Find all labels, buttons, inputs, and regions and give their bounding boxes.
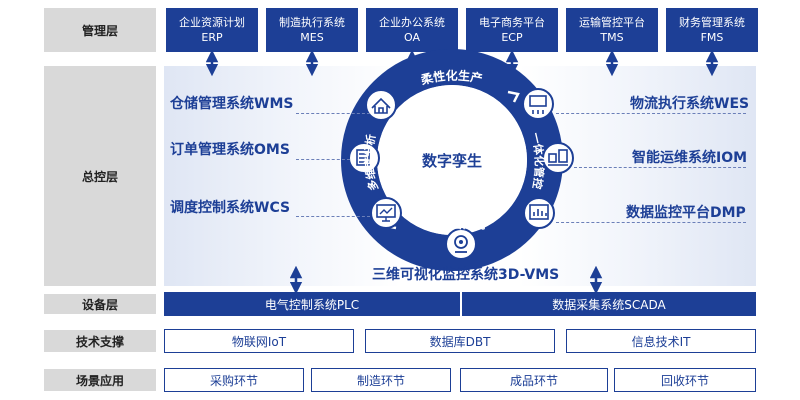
layer-label-scenario: 场景应用 bbox=[44, 369, 156, 391]
tech-box-dbt: 数据库DBT bbox=[365, 329, 555, 353]
layer-label-device: 设备层 bbox=[44, 294, 156, 314]
system-box-tms: 运输管控平台 TMS bbox=[566, 8, 658, 52]
system-box-name: 财务管理系统 bbox=[679, 16, 745, 29]
bottom-system-3dvms: 三维可视化监控系统3D-VMS bbox=[372, 267, 560, 283]
left-system-wms: 仓储管理系统WMS bbox=[170, 96, 294, 112]
system-box-code: FMS bbox=[700, 31, 724, 44]
system-box-name: 企业资源计划 bbox=[179, 16, 245, 29]
system-box-name: 制造执行系统 bbox=[279, 16, 345, 29]
scenario-box-recycling: 回收环节 bbox=[614, 368, 756, 392]
system-box-erp: 企业资源计划 ERP bbox=[166, 8, 258, 52]
tech-box-it: 信息技术IT bbox=[566, 329, 756, 353]
camera-icon bbox=[445, 228, 477, 260]
arrows-device bbox=[289, 265, 603, 295]
maintenance-icon bbox=[542, 142, 574, 174]
system-box-name: 电子商务平台 bbox=[479, 16, 545, 29]
dashed-line bbox=[296, 113, 370, 114]
layer-label-management: 管理层 bbox=[44, 8, 156, 52]
logistics-icon bbox=[522, 88, 554, 120]
system-box-ecp: 电子商务平台 ECP bbox=[466, 8, 558, 52]
device-bar-scada: 数据采集系统SCADA bbox=[462, 292, 756, 316]
system-box-code: ERP bbox=[201, 31, 223, 44]
left-system-oms: 订单管理系统OMS bbox=[170, 142, 290, 158]
scenario-box-procurement: 采购环节 bbox=[164, 368, 304, 392]
order-list-icon bbox=[348, 142, 380, 174]
right-system-dmp: 数据监控平台DMP bbox=[626, 205, 746, 221]
ring-center-label: 数字孪生 bbox=[422, 152, 482, 170]
dashed-line bbox=[296, 159, 350, 160]
ring-label-top: 柔性化生产 bbox=[418, 68, 484, 88]
system-box-name: 企业办公系统 bbox=[379, 16, 445, 29]
left-system-wcs: 调度控制系统WCS bbox=[170, 200, 291, 216]
monitor-chart-icon bbox=[370, 197, 402, 229]
dashboard-icon bbox=[523, 197, 555, 229]
system-box-code: MES bbox=[300, 31, 324, 44]
tech-box-iot: 物联网IoT bbox=[164, 329, 354, 353]
ring-label-right: 一体化管控 bbox=[528, 131, 546, 190]
ring-label-bottom: 跨平台运行 bbox=[427, 216, 487, 231]
system-box-code: ECP bbox=[501, 31, 523, 44]
system-box-code: OA bbox=[404, 31, 420, 44]
ring-label-left: 多维度分析 bbox=[362, 133, 381, 192]
warehouse-icon bbox=[365, 89, 397, 121]
layer-label-tech: 技术支撑 bbox=[44, 330, 156, 352]
dashed-line bbox=[296, 216, 370, 217]
system-box-name: 运输管控平台 bbox=[579, 16, 645, 29]
scenario-box-finished: 成品环节 bbox=[460, 368, 608, 392]
device-bar-plc: 电气控制系统PLC bbox=[164, 292, 460, 316]
system-box-fms: 财务管理系统 FMS bbox=[666, 8, 758, 52]
dashed-line bbox=[574, 167, 746, 168]
scenario-box-manufacturing: 制造环节 bbox=[311, 368, 451, 392]
system-box-oa: 企业办公系统 OA bbox=[366, 8, 458, 52]
system-box-mes: 制造执行系统 MES bbox=[266, 8, 358, 52]
right-system-wes: 物流执行系统WES bbox=[630, 96, 750, 112]
right-system-iom: 智能运维系统IOM bbox=[632, 150, 748, 166]
dashed-line bbox=[556, 222, 746, 223]
layer-label-control: 总控层 bbox=[44, 66, 156, 286]
system-box-code: TMS bbox=[600, 31, 624, 44]
dashed-line bbox=[556, 113, 746, 114]
